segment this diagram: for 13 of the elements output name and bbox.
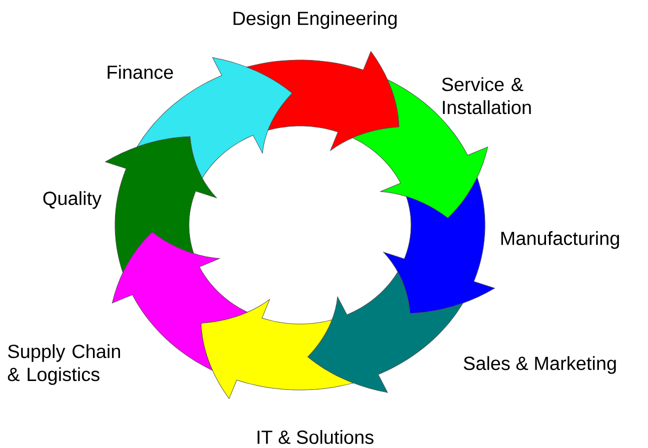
- label: Sales & Marketing: [464, 356, 616, 374]
- arrow-shape: [383, 177, 495, 314]
- label: IT & Solutions: [258, 430, 374, 444]
- label: Supply Chain & Logistics: [8, 344, 120, 385]
- label: Design Engineering: [234, 11, 397, 29]
- arrow-shape: [246, 51, 400, 151]
- arrow-shape: [105, 136, 217, 273]
- label: Quality: [43, 191, 102, 209]
- arrow-shape: [308, 272, 464, 393]
- label: Finance: [108, 65, 173, 79]
- label: Manufacturing: [501, 231, 619, 249]
- label: Service & Installation: [442, 77, 531, 114]
- arrow-shape: [200, 299, 354, 399]
